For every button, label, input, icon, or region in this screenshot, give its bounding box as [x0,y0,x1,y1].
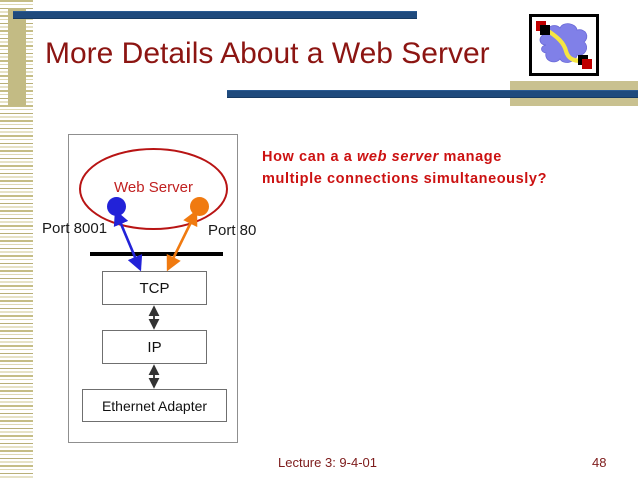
host-boundary-box [68,134,238,443]
stack-box-ethernet-adapter: Ethernet Adapter [82,389,227,422]
socket-dot-blue [107,197,126,216]
port-label-right: Port 80 [208,222,257,239]
network-cloud-icon [536,21,592,69]
question-emphasis: web server [357,149,439,165]
stack-box-ip: IP [102,330,207,364]
question-line1-after: manage [438,149,502,165]
page-title: More Details About a Web Server [45,37,490,70]
socket-dot-orange [190,197,209,216]
left-edge-tan-bar [8,8,26,106]
port-label-left: Port 8001 [42,220,108,237]
question-line2: multiple connections simultaneously? [262,171,548,187]
stack-box-tcp: TCP [102,271,207,305]
footer-lecture-label: Lecture 3: 9-4-01 [278,455,378,470]
web-server-ellipse [79,148,228,230]
kernel-user-boundary-line [90,252,223,256]
question-text: How can a a web server manage multiple c… [262,146,632,190]
bottom-accent-rule [227,90,638,98]
question-line1-before: How can a a [262,149,358,165]
footer-page-number: 48 [592,455,607,470]
network-cloud-clipart [529,14,599,76]
web-server-label: Web Server [114,179,193,196]
top-accent-rule [13,11,417,19]
